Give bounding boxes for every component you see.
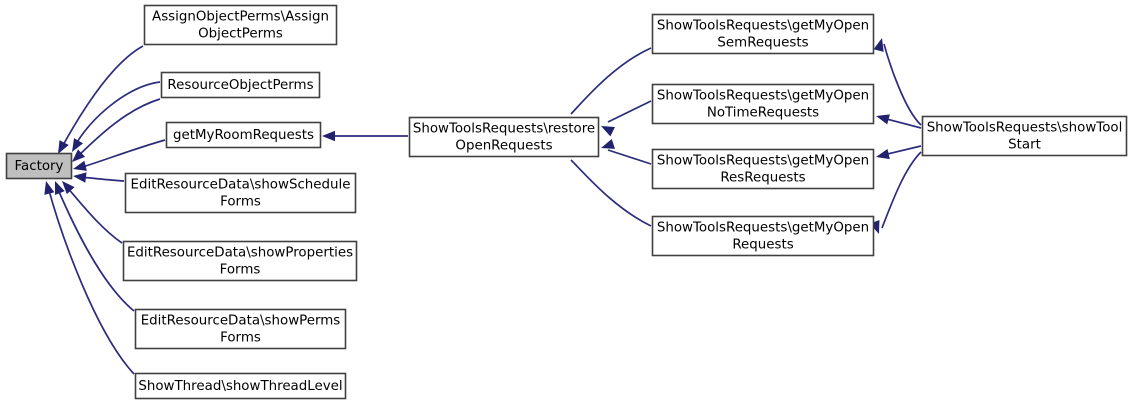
node-label-line: ShowToolsRequests\getMyOpen [657, 89, 869, 104]
node-box[interactable] [134, 308, 347, 350]
graph-edge [55, 181, 135, 312]
arrow-head-icon [876, 149, 890, 160]
graph-edge [869, 151, 922, 234]
node-label-line: Forms [220, 263, 261, 278]
node-label-line: EditResourceData\showPerms [141, 314, 341, 329]
graph-edge [322, 130, 408, 142]
graph-edge [72, 98, 161, 162]
arrow-head-icon [873, 38, 884, 52]
graph-edge [876, 114, 922, 129]
edges-layer [44, 38, 922, 375]
node-box[interactable] [160, 71, 321, 99]
node-label-line: ShowToolsRequests\showTool [927, 121, 1123, 136]
node-box[interactable] [122, 240, 358, 282]
graph-edge [62, 181, 123, 244]
arrow-head-icon [322, 130, 335, 142]
arrow-head-icon [44, 181, 55, 195]
edge-line [881, 151, 922, 229]
node-box[interactable] [651, 148, 875, 190]
node-label-line: ResourceObjectPerms [167, 78, 313, 93]
node-label-line: ShowToolsRequests\getMyOpen [657, 154, 869, 169]
node-box[interactable] [651, 13, 875, 55]
arrow-head-icon [62, 181, 75, 195]
graph-edge [601, 100, 652, 137]
graph-edge [72, 81, 161, 152]
node-label-line: Start [1008, 138, 1041, 153]
node-label-line: ObjectPerms [198, 27, 283, 42]
arrow-head-icon [601, 126, 615, 137]
node-box[interactable] [165, 121, 322, 149]
node-box[interactable] [5, 152, 73, 180]
arrow-head-icon [55, 181, 65, 196]
node-label-line: ShowToolsRequests\getMyOpen [657, 19, 869, 34]
node-label-line: NoTimeRequests [707, 106, 819, 121]
arrow-head-icon [73, 160, 87, 171]
graph-node-get-my-open-no-time-requests[interactable]: ShowToolsRequests\getMyOpenNoTimeRequest… [651, 83, 875, 125]
edge-line [75, 98, 161, 159]
node-box[interactable] [134, 372, 347, 400]
edge-line [47, 186, 135, 375]
arrow-head-icon [72, 138, 84, 152]
node-label-line: getMyRoomRequests [173, 128, 314, 143]
graph-edge [73, 139, 166, 171]
graph-edge [873, 38, 922, 126]
edge-line [607, 149, 652, 165]
graph-node-get-my-room-requests[interactable]: getMyRoomRequests [165, 121, 322, 149]
edge-line [882, 145, 922, 156]
node-label-line: EditResourceData\showProperties [127, 246, 353, 261]
node-label-line: Requests [732, 238, 793, 253]
nodes-layer: Factory AssignObjectPerms\AssignObjectPer… [5, 4, 1128, 400]
edge-line [570, 47, 652, 115]
node-label-line: EditResourceData\showSchedule [131, 178, 351, 193]
node-label-line: Factory [15, 159, 64, 174]
arrow-head-icon [58, 140, 69, 154]
graph-node-show-thread-show-thread-level[interactable]: ShowThread\showThreadLevel [134, 372, 347, 400]
graph-edge [601, 139, 652, 165]
node-label-line: ShowToolsRequests\restore [413, 122, 595, 137]
node-label-line: AssignObjectPerms\Assign [152, 10, 329, 25]
node-label-line: Forms [220, 331, 261, 346]
graph-node-assign-object-perms[interactable]: AssignObjectPerms\AssignObjectPerms [143, 4, 338, 46]
node-box[interactable] [651, 215, 875, 257]
arrow-head-icon [876, 114, 890, 125]
edge-line [56, 186, 135, 312]
graph-node-factory[interactable]: Factory [5, 152, 73, 180]
edge-line [78, 139, 166, 169]
graph-edge [73, 172, 125, 183]
edge-line [61, 45, 144, 148]
graph-node-resource-object-perms[interactable]: ResourceObjectPerms [160, 71, 321, 99]
node-box[interactable] [408, 116, 600, 158]
node-box[interactable] [921, 115, 1128, 157]
node-label-line: SemRequests [717, 36, 808, 51]
edge-line [882, 117, 922, 129]
edge-line [607, 100, 652, 123]
node-label-line: ResRequests [720, 171, 805, 186]
node-label-line: ShowThread\showThreadLevel [138, 379, 342, 394]
graph-edge [58, 45, 144, 154]
arrow-head-icon [73, 172, 87, 183]
arrow-head-icon [601, 139, 615, 149]
edge-line [570, 159, 652, 227]
node-box[interactable] [143, 4, 338, 46]
edge-line [74, 81, 161, 147]
node-label-line: OpenRequests [455, 139, 552, 154]
graph-edge [876, 145, 922, 160]
graph-edge [44, 181, 135, 375]
node-label-line: Forms [220, 195, 261, 210]
node-label-line: ShowToolsRequests\getMyOpen [657, 221, 869, 236]
node-box[interactable] [651, 83, 875, 125]
arrow-head-icon [72, 149, 86, 162]
edge-line [65, 185, 123, 244]
node-box[interactable] [124, 172, 357, 214]
edge-line [883, 43, 922, 126]
